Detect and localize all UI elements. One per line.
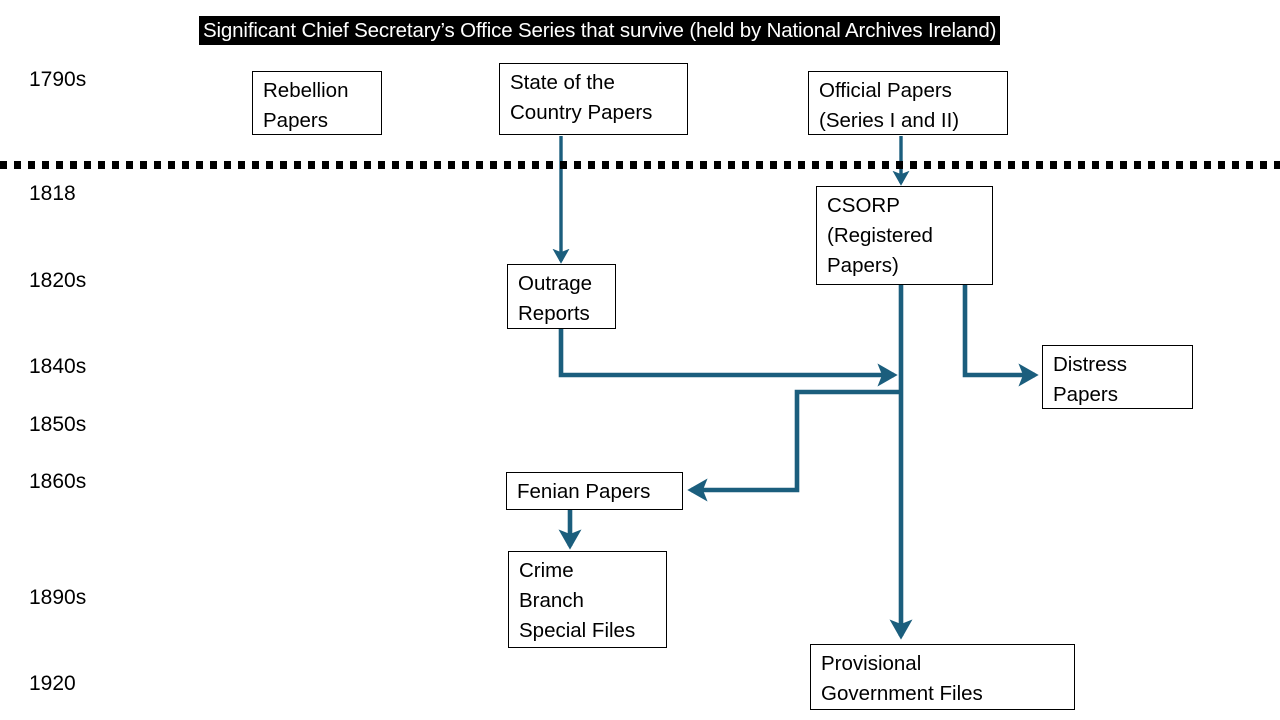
timeline-label-1790s: 1790s xyxy=(29,68,87,91)
node-state-of-the-country-papers[interactable]: State of the Country Papers xyxy=(499,63,688,135)
node-rebellion-papers[interactable]: Rebellion Papers xyxy=(252,71,382,135)
timeline-label-1820s: 1820s xyxy=(29,269,87,292)
node-csorp[interactable]: CSORP (Registered Papers) xyxy=(816,186,993,285)
node-outrage-reports[interactable]: Outrage Reports xyxy=(507,264,616,329)
node-official-papers[interactable]: Official Papers (Series I and II) xyxy=(808,71,1008,135)
timeline-label-1860s: 1860s xyxy=(29,470,87,493)
timeline-label-1920: 1920 xyxy=(29,672,76,695)
node-fenian-papers[interactable]: Fenian Papers xyxy=(506,472,683,510)
connector-outrage-to-csorp xyxy=(558,329,898,387)
page-title: Significant Chief Secretary’s Office Ser… xyxy=(199,16,1001,45)
connector-csorp-to-distress xyxy=(962,285,1039,387)
timeline-label-1890s: 1890s xyxy=(29,586,87,609)
connector-csorp-to-fenian xyxy=(687,389,901,502)
timeline-label-1850s: 1850s xyxy=(29,413,87,436)
timeline-label-1840s: 1840s xyxy=(29,355,87,378)
timeline-label-1818: 1818 xyxy=(29,182,76,205)
node-provisional-government-files[interactable]: Provisional Government Files xyxy=(810,644,1075,710)
node-crime-branch-special-files[interactable]: Crime Branch Special Files xyxy=(508,551,667,648)
dotted-divider-1818 xyxy=(0,161,1280,169)
node-distress-papers[interactable]: Distress Papers xyxy=(1042,345,1193,409)
